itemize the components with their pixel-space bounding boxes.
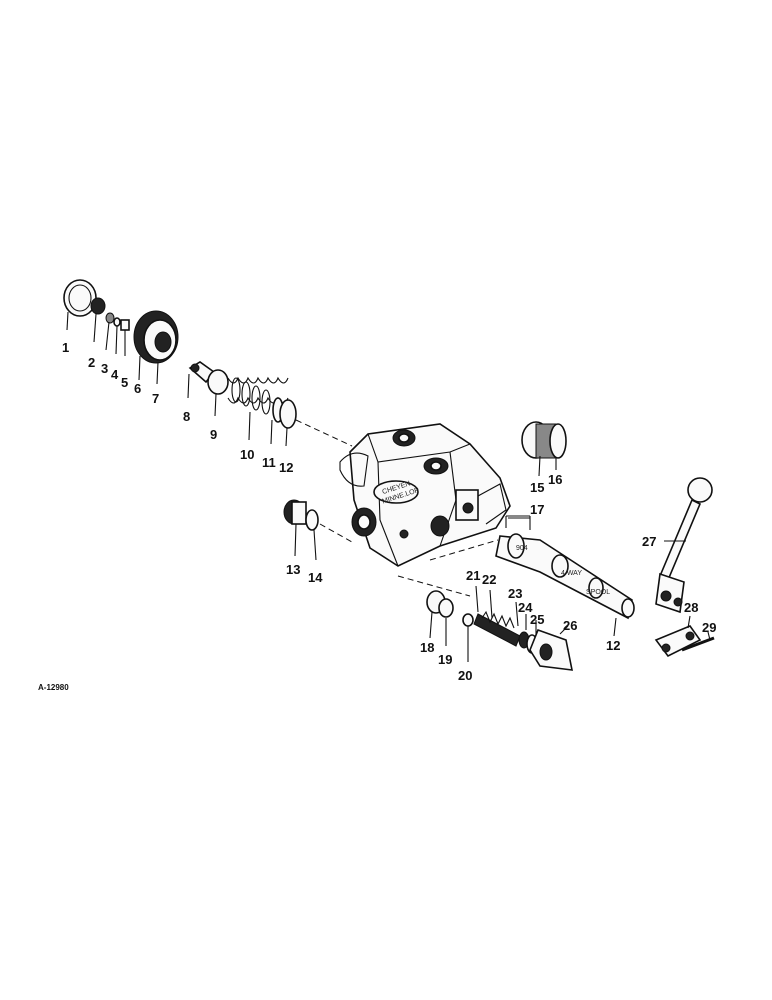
reference-number: A-12980	[38, 683, 69, 692]
spool-number: 904	[516, 545, 528, 552]
callout-21: 21	[466, 568, 480, 583]
assembly-line-plug	[319, 523, 353, 543]
part-19-washer	[438, 598, 454, 646]
callout-16: 16	[548, 472, 562, 487]
callout-29: 29	[702, 620, 716, 635]
callout-7: 7	[152, 391, 159, 406]
callout-28: 28	[684, 600, 698, 615]
part-3-washer	[105, 312, 115, 351]
callout-15: 15	[530, 480, 544, 495]
part-6-7-relief-housing	[133, 310, 179, 385]
spool: 904 4 WAY SPOOL	[495, 515, 635, 637]
assembly-line-lower	[397, 575, 471, 597]
part-15-16-end-cap	[521, 421, 567, 477]
callout-6: 6	[134, 381, 141, 396]
callout-26: 26	[563, 618, 577, 633]
part-9-seat	[207, 369, 229, 417]
callout-14: 14	[308, 570, 323, 585]
part-28-link	[654, 615, 702, 658]
callout-4: 4	[111, 367, 119, 382]
spool-label: SPOOL	[586, 589, 610, 596]
part-14-oring	[305, 509, 319, 561]
part-29-pin	[681, 631, 715, 652]
callout-5: 5	[121, 375, 128, 390]
assembly-line-spool	[429, 539, 499, 561]
part-27-handle	[655, 477, 713, 614]
callout-25: 25	[530, 612, 544, 627]
part-20-bolt	[462, 613, 474, 662]
callout-3: 3	[101, 361, 108, 376]
part-5-adjusting-screw	[120, 319, 130, 356]
part-13-plug	[283, 499, 307, 557]
part-22-centering-spring	[473, 585, 521, 647]
callout-12-lower: 12	[606, 638, 620, 653]
callout-13: 13	[286, 562, 300, 577]
callout-20: 20	[458, 668, 472, 683]
callout-10: 10	[240, 447, 254, 462]
callout-27: 27	[642, 534, 656, 549]
callout-22: 22	[482, 572, 496, 587]
callout-9: 9	[210, 427, 217, 442]
callout-12-upper: 12	[279, 460, 293, 475]
part-2-nut	[90, 297, 106, 343]
callout-17: 17	[530, 502, 544, 517]
callout-2: 2	[88, 355, 95, 370]
callout-18: 18	[420, 640, 434, 655]
callout-1: 1	[62, 340, 69, 355]
callout-19: 19	[438, 652, 452, 667]
spool-type: 4 WAY	[561, 570, 582, 577]
callout-24: 24	[518, 600, 533, 615]
part-26-end-cap	[529, 625, 574, 671]
callout-11: 11	[262, 455, 276, 470]
callout-23: 23	[508, 586, 522, 601]
valve-body: CHEYEN MINNE.LOP	[339, 423, 511, 567]
callout-8: 8	[183, 409, 190, 424]
part-4-pin	[113, 317, 121, 355]
part-12-seal	[279, 399, 297, 447]
assembly-line-relief	[295, 419, 353, 447]
